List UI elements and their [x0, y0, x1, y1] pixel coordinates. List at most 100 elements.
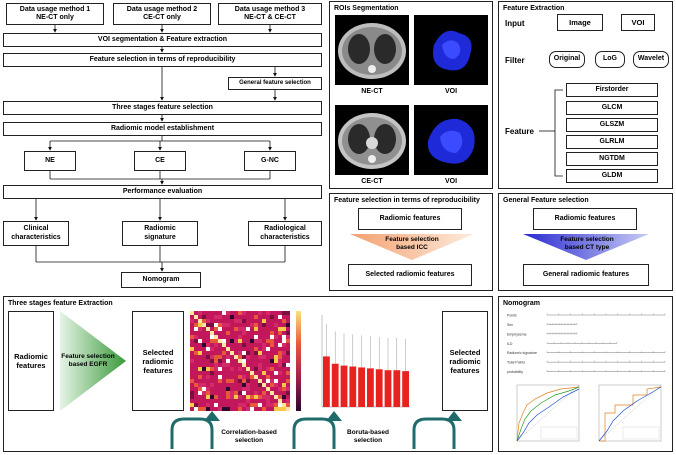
heatmap-cell: [202, 311, 206, 315]
heatmap-cell: [238, 399, 242, 403]
heatmap-cell: [210, 403, 214, 407]
heatmap-cell: [234, 327, 238, 331]
heatmap-cell: [214, 355, 218, 359]
heatmap-cell: [218, 339, 222, 343]
heatmap-cell: [286, 327, 290, 331]
heatmap-cell: [218, 383, 222, 387]
heatmap-cell: [282, 375, 286, 379]
heatmap-cell: [250, 355, 254, 359]
heatmap-cell: [202, 371, 206, 375]
heatmap-cell: [234, 407, 238, 411]
heatmap-cell: [266, 311, 270, 315]
heatmap-cell: [266, 351, 270, 355]
heatmap-cell: [202, 347, 206, 351]
heatmap-cell: [194, 319, 198, 323]
heatmap-cell: [254, 379, 258, 383]
heatmap-cell: [282, 351, 286, 355]
heatmap-cell: [222, 327, 226, 331]
heatmap-cell: [258, 383, 262, 387]
heatmap-cell: [254, 335, 258, 339]
heatmap-cell: [258, 367, 262, 371]
heatmap-cell: [230, 315, 234, 319]
egfr-arrow-label: Feature selection based EGFR: [61, 353, 115, 368]
heatmap-cell: [266, 331, 270, 335]
heatmap-cell: [242, 387, 246, 391]
heatmap-cell: [266, 379, 270, 383]
heatmap-cell: [198, 371, 202, 375]
heatmap-cell: [254, 351, 258, 355]
heatmap-cell: [278, 315, 282, 319]
ce-ct-image: [335, 105, 409, 175]
heatmap-cell: [274, 335, 278, 339]
heatmap-cell: [258, 407, 262, 411]
heatmap-cell: [214, 359, 218, 363]
heatmap-cell: [194, 355, 198, 359]
heatmap-cell: [266, 403, 270, 407]
heatmap-cell: [198, 399, 202, 403]
heatmap-cell: [230, 347, 234, 351]
heatmap-cell: [190, 363, 194, 367]
heatmap-cell: [270, 359, 274, 363]
heatmap-cell: [286, 319, 290, 323]
heatmap-cell: [282, 327, 286, 331]
heatmap-cell: [246, 367, 250, 371]
heatmap-cell: [242, 343, 246, 347]
heatmap-cell: [198, 323, 202, 327]
heatmap-cell: [234, 311, 238, 315]
heatmap-cell: [270, 391, 274, 395]
heatmap-cell: [258, 395, 262, 399]
correlation-heatmap: [190, 311, 290, 411]
heatmap-cell: [262, 367, 266, 371]
heatmap-cell: [210, 311, 214, 315]
boruta-label: Boruta-based selection: [347, 429, 389, 444]
heatmap-cell: [206, 395, 210, 399]
heatmap-cell: [242, 351, 246, 355]
heatmap-cell: [286, 351, 290, 355]
heatmap-cell: [194, 387, 198, 391]
heatmap-cell: [230, 351, 234, 355]
heatmap-cell: [266, 399, 270, 403]
heatmap-cell: [194, 363, 198, 367]
heatmap-cell: [198, 347, 202, 351]
heatmap-cell: [190, 335, 194, 339]
heatmap-cell: [234, 379, 238, 383]
heatmap-cell: [206, 387, 210, 391]
heatmap-cell: [214, 351, 218, 355]
heatmap-cell: [254, 359, 258, 363]
heatmap-cell: [266, 355, 270, 359]
heatmap-cell: [198, 351, 202, 355]
heatmap-cell: [194, 347, 198, 351]
heatmap-cell: [274, 391, 278, 395]
feature-extraction-title: Feature Extraction: [503, 5, 565, 12]
filter-original-box: Original: [549, 51, 585, 68]
heatmap-cell: [258, 319, 262, 323]
heatmap-cell: [222, 367, 226, 371]
heatmap-cell: [206, 347, 210, 351]
heatmap-cell: [226, 399, 230, 403]
heatmap-cell: [194, 359, 198, 363]
heatmap-cell: [234, 363, 238, 367]
heatmap-cell: [246, 383, 250, 387]
heatmap-cell: [266, 347, 270, 351]
heatmap-cell: [226, 319, 230, 323]
clinical-characteristics-box: Clinical characteristics: [3, 221, 69, 246]
heatmap-cell: [202, 339, 206, 343]
heatmap-cell: [246, 403, 250, 407]
heatmap-cell: [226, 335, 230, 339]
heatmap-cell: [258, 351, 262, 355]
heatmap-cell: [270, 335, 274, 339]
heatmap-cell: [274, 407, 278, 411]
heatmap-cell: [258, 375, 262, 379]
heatmap-cell: [238, 403, 242, 407]
heatmap-cell: [230, 335, 234, 339]
heatmap-cell: [282, 311, 286, 315]
heatmap-cell: [274, 379, 278, 383]
heatmap-cell: [258, 327, 262, 331]
heatmap-cell: [278, 407, 282, 411]
heatmap-cell: [226, 383, 230, 387]
heatmap-cell: [222, 387, 226, 391]
heatmap-cell: [218, 331, 222, 335]
heatmap-cell: [218, 395, 222, 399]
heatmap-cell: [234, 399, 238, 403]
